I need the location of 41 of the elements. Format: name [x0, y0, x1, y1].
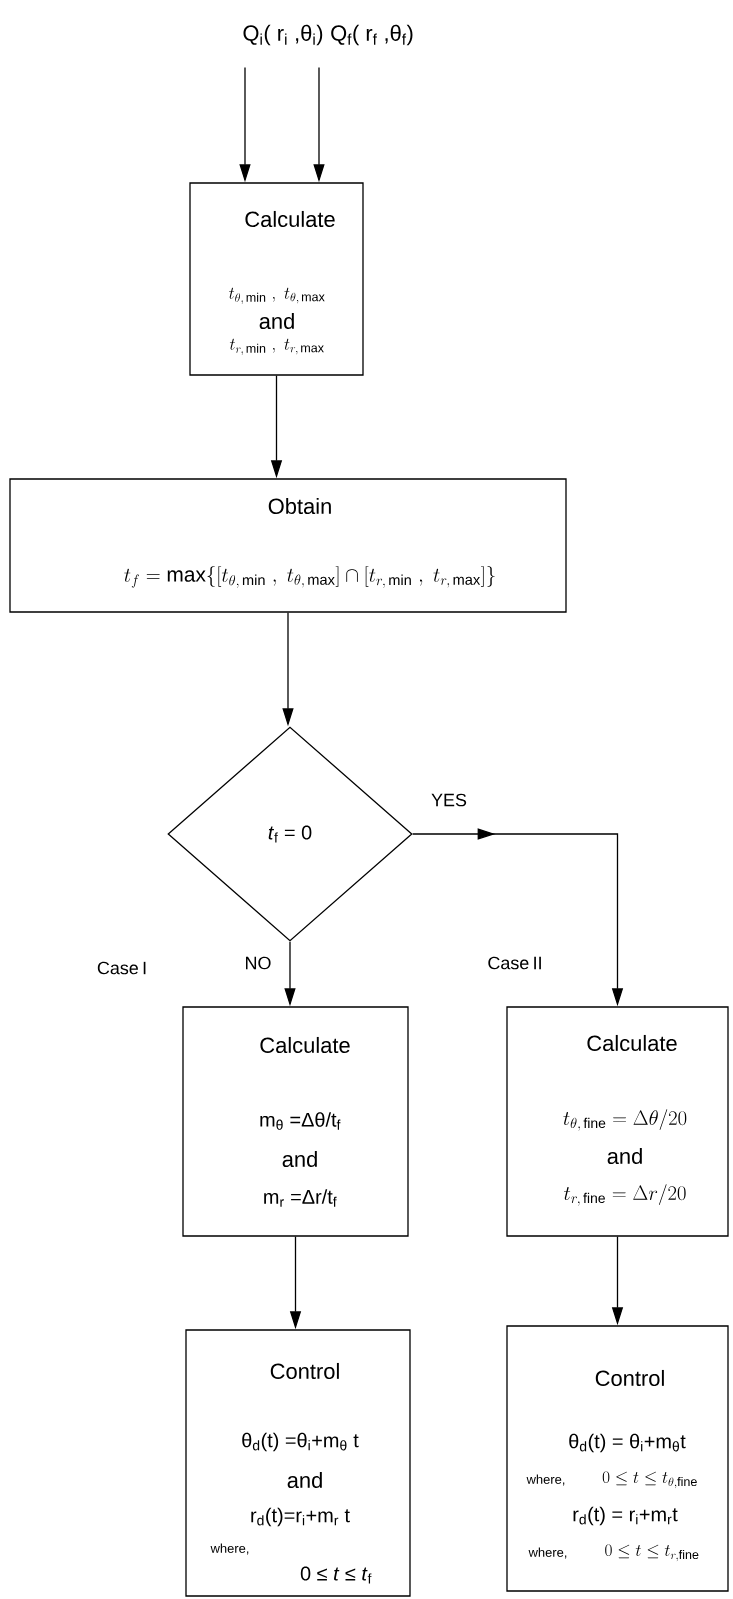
box-text: and	[282, 1150, 317, 1168]
formula: $t_{f}=\max\{[t_{\theta,\,\mathrm{min}}\ ,\ t_{\theta,\,\mathrm{max}}]\cap[t_{r,\,\mathrm{min}}\ ,\ t_{r,\,\mathrm{max}}]\}$	[124, 566, 495, 588]
box-text: and	[259, 312, 294, 330]
formula: $t_{\theta,\,\mathrm{min}}\ ,\ t_{\theta,\,\mathrm{max}}$	[229, 287, 325, 305]
box-text: m$_{θ}$ =Δθ/t$_{f}$	[260, 1112, 341, 1130]
process-box	[185, 1329, 411, 1597]
process-box	[506, 1006, 729, 1237]
box-text: and	[287, 1471, 322, 1489]
case-label: Case I	[97, 961, 146, 975]
box-text: where,	[210, 1543, 249, 1555]
box-text: Calculate	[260, 1036, 350, 1054]
box-text: and	[607, 1147, 642, 1165]
box-text: θ$_{d}$(t) = θ$_{i}$+m$_{θ}$t	[569, 1433, 686, 1453]
box-text: r$_{d}$(t)=r$_{i}$+m$_{r}$ t	[251, 1507, 350, 1527]
case-label: Case II	[488, 956, 541, 970]
formula: $t_{r,\,\mathrm{min}}\ ,\ t_{r,\,\mathrm{max}}$	[229, 338, 324, 356]
condition-text: t$_{f}$ = 0	[268, 825, 312, 843]
formula: $t_{r,\,\mathrm{fine}}=\Delta r/20$	[564, 1184, 686, 1206]
edge-label: YES	[430, 792, 468, 808]
box-text: m$_{r}$ =Δr/t$_{f}$	[264, 1189, 337, 1207]
process-box	[9, 478, 567, 613]
box-text: Control	[270, 1362, 339, 1380]
box-text: r$_{d}$(t) = r$_{i}$+m$_{r}$t	[573, 1506, 678, 1526]
input-label: Q$_{i}$( r$_{i}$ ,θ$_{i}$)	[243, 24, 323, 46]
box-text: Calculate	[587, 1034, 677, 1052]
box-text: Control	[595, 1369, 664, 1387]
decision-diamond	[167, 726, 413, 942]
box-text: 0 ≤ t ≤ t$_{f}$	[300, 1566, 372, 1584]
box-text: where,	[526, 1474, 565, 1486]
process-box	[189, 182, 364, 376]
process-box	[182, 1006, 409, 1237]
box-text: Calculate	[245, 210, 335, 228]
formula: $t_{\theta,\,\mathrm{fine}}=\Delta\theta/20$	[563, 1109, 687, 1131]
box-text: θ$_{d}$(t) =θ$_{i}$+m$_{θ}$ t	[242, 1432, 359, 1452]
input-label: Q$_{f}$( r$_{f}$ ,θ$_{f}$)	[331, 24, 413, 46]
box-text: Obtain	[268, 497, 331, 515]
formula: $0\leq t\leq t_{\theta,\mathrm{fine}}$	[602, 1471, 697, 1489]
box-text: where,	[528, 1547, 567, 1559]
process-box	[506, 1325, 729, 1592]
edge-label: NO	[243, 955, 273, 971]
formula: $0\leq t\leq t_{r,\mathrm{fine}}$	[605, 1544, 699, 1562]
